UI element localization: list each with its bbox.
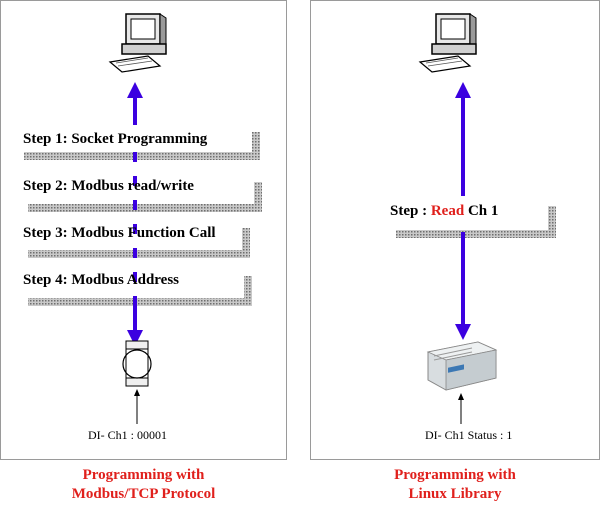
step-bar [28,228,250,258]
caption-linux: Programming with Linux Library [310,466,600,504]
pointer-head [458,393,464,400]
caption-line: Modbus/TCP Protocol [71,486,216,502]
step-bar [28,182,262,212]
step-bar [396,206,556,238]
caption-line: Programming with [82,467,205,483]
step-prefix: Step : [390,203,431,219]
step-label: Step 4: Modbus Address [23,272,180,288]
io-module-icon [426,341,498,391]
computer-icon [108,13,167,73]
device-label: DI- Ch1 : 00001 [88,428,167,442]
step-label: Step 2: Modbus read/write [23,178,194,194]
computer-icon [418,13,477,73]
read-step-label: Step : Read Ch 1 [390,203,498,220]
caption-modbus: Programming with Modbus/TCP Protocol [0,466,287,504]
caption-line: Linux Library [408,486,502,502]
device-label: DI- Ch1 Status : 1 [425,428,513,442]
step-suffix: Ch 1 [464,203,499,219]
caption-line: Programming with [394,467,516,483]
step-label: Step 1: Socket Programming [23,131,208,147]
step-bar [24,132,260,160]
pointer-head [134,389,140,396]
step-bar [28,276,252,306]
step-label: Step 3: Modbus Function Call [23,225,216,241]
read-keyword: Read [430,203,465,219]
modbus-device-icon [122,340,152,387]
